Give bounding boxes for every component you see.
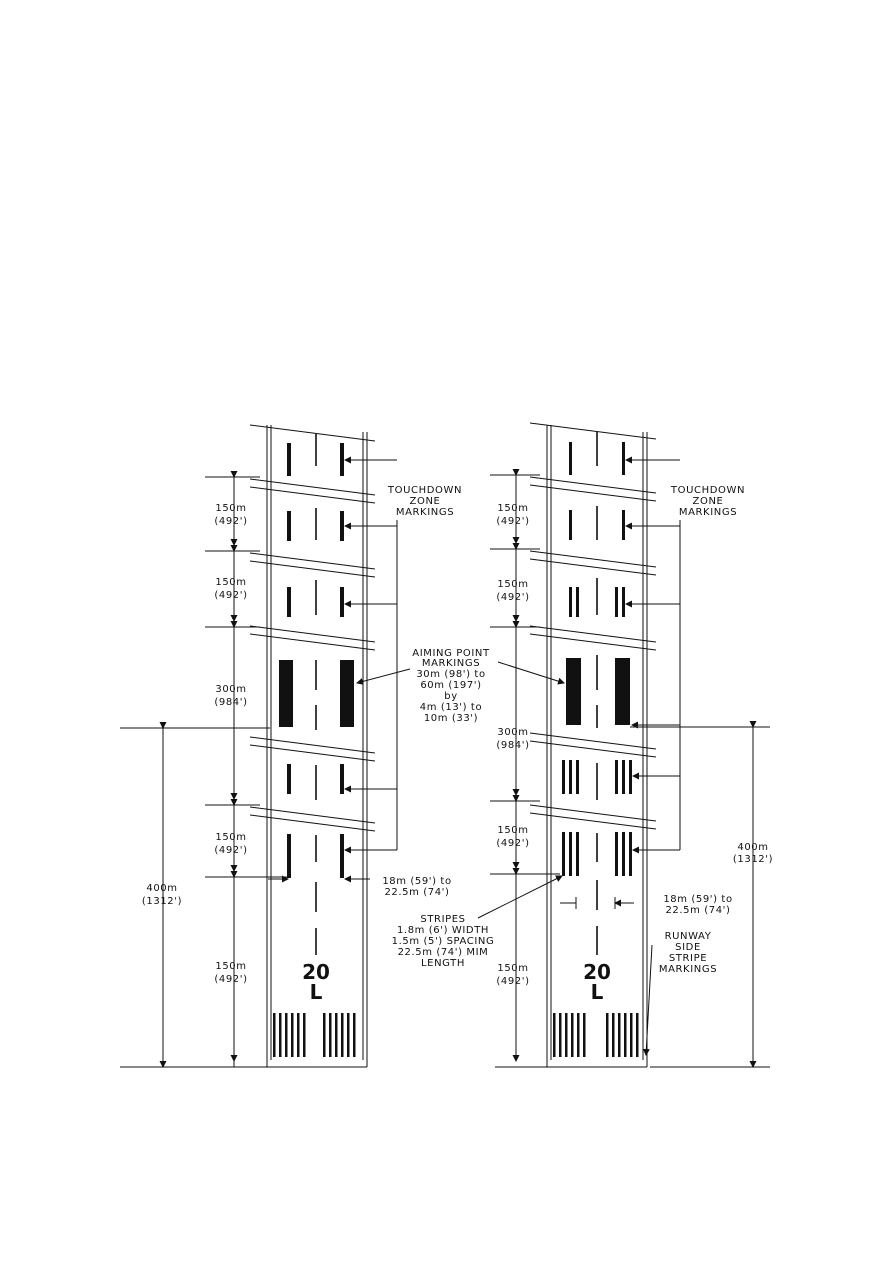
- svg-text:(492'): (492'): [214, 845, 247, 856]
- svg-text:150m: 150m: [215, 961, 246, 972]
- svg-text:1.5m (5') SPACING: 1.5m (5') SPACING: [392, 936, 495, 947]
- dimension-chain: [120, 471, 290, 1068]
- aiming-point-label: AIMING POINT MARKINGS 30m (98') to 60m (…: [412, 648, 490, 724]
- runway-letter: L: [310, 980, 323, 1004]
- touchdown-zone-label: TOUCHDOWN ZONE MARKINGS: [670, 485, 745, 518]
- svg-text:(1312'): (1312'): [142, 896, 182, 907]
- svg-text:(1312'): (1312'): [733, 854, 773, 865]
- svg-text:(492'): (492'): [214, 516, 247, 527]
- touchdown-bar: [287, 511, 291, 541]
- break-lines: [529, 422, 657, 830]
- runway-number: 20: [583, 960, 611, 984]
- touchdown-bar: [287, 764, 291, 794]
- svg-text:22.5m (74'): 22.5m (74'): [665, 905, 730, 916]
- svg-text:18m (59') to: 18m (59') to: [382, 876, 451, 887]
- svg-text:150m: 150m: [497, 825, 528, 836]
- aiming-point-marking: [340, 660, 354, 727]
- svg-text:150m: 150m: [215, 503, 246, 514]
- touchdown-bar: [287, 587, 291, 617]
- touchdown-bars-pair: [569, 587, 625, 617]
- svg-text:STRIPE: STRIPE: [669, 953, 707, 964]
- svg-text:(492'): (492'): [496, 592, 529, 603]
- dimension-labels: 150m (492') 150m (492') 300m (984') 150m…: [142, 503, 247, 985]
- svg-text:1.8m (6') WIDTH: 1.8m (6') WIDTH: [397, 925, 489, 936]
- dimension-chain: [490, 469, 770, 1068]
- width-label: 18m (59') to 22.5m (74'): [663, 894, 732, 916]
- svg-text:ZONE: ZONE: [410, 496, 441, 507]
- touchdown-bar: [340, 764, 344, 794]
- left-runway: 20 L 150m (492') 150m (492') 300m (984'): [120, 424, 563, 1068]
- svg-text:150m: 150m: [497, 579, 528, 590]
- callout-leaders: [268, 456, 411, 883]
- svg-text:(492'): (492'): [496, 838, 529, 849]
- touchdown-bar: [569, 510, 572, 540]
- svg-text:300m: 300m: [215, 684, 246, 695]
- svg-text:MARKINGS: MARKINGS: [679, 507, 737, 518]
- side-stripe-label: RUNWAY SIDE STRIPE MARKINGS: [659, 931, 717, 975]
- touchdown-bar: [622, 510, 625, 540]
- svg-text:400m: 400m: [146, 883, 177, 894]
- svg-text:(492'): (492'): [496, 516, 529, 527]
- svg-text:22.5m (74'): 22.5m (74'): [384, 887, 449, 898]
- svg-text:150m: 150m: [215, 577, 246, 588]
- svg-text:ZONE: ZONE: [693, 496, 724, 507]
- break-lines: [249, 424, 376, 832]
- svg-text:(984'): (984'): [496, 740, 529, 751]
- svg-text:MARKINGS: MARKINGS: [659, 964, 717, 975]
- svg-text:MARKINGS: MARKINGS: [396, 507, 454, 518]
- stripes-leader: [477, 875, 563, 919]
- svg-text:SIDE: SIDE: [675, 942, 701, 953]
- touchdown-bars-triple: [562, 760, 632, 794]
- threshold-bars: [273, 1013, 356, 1057]
- runway-letter: L: [591, 980, 604, 1004]
- svg-text:(492'): (492'): [496, 976, 529, 987]
- svg-text:10m (33'): 10m (33'): [424, 713, 478, 724]
- touchdown-bars-triple: [562, 832, 632, 876]
- width-label: 18m (59') to 22.5m (74'): [382, 876, 451, 898]
- right-runway: 20 L 150m (492') 150m (492') 300m (984'): [490, 422, 773, 1068]
- svg-text:(492'): (492'): [214, 590, 247, 601]
- aiming-point-marking: [615, 658, 630, 725]
- threshold-bars: [553, 1013, 639, 1057]
- svg-text:18m (59') to: 18m (59') to: [663, 894, 732, 905]
- touchdown-bar: [340, 511, 344, 541]
- svg-text:22.5m (74') MIM: 22.5m (74') MIM: [398, 947, 489, 958]
- stripes-label: STRIPES 1.8m (6') WIDTH 1.5m (5') SPACIN…: [392, 914, 495, 969]
- touchdown-bar: [569, 442, 572, 475]
- svg-text:TOUCHDOWN: TOUCHDOWN: [670, 485, 745, 496]
- svg-text:400m: 400m: [737, 842, 768, 853]
- svg-text:TOUCHDOWN: TOUCHDOWN: [387, 485, 462, 496]
- svg-text:LENGTH: LENGTH: [421, 958, 465, 969]
- svg-text:RUNWAY: RUNWAY: [665, 931, 712, 942]
- touchdown-bar: [340, 834, 344, 878]
- runway-number: 20: [302, 960, 330, 984]
- svg-text:30m (98') to: 30m (98') to: [416, 669, 485, 680]
- touchdown-bar: [340, 443, 344, 476]
- dimension-labels: 150m (492') 150m (492') 300m (984') 150m…: [496, 503, 773, 987]
- touchdown-zone-label: TOUCHDOWN ZONE MARKINGS: [387, 485, 462, 518]
- aiming-point-marking: [279, 660, 293, 727]
- callout-leaders: [497, 456, 681, 1056]
- svg-text:by: by: [444, 691, 457, 702]
- touchdown-bar: [622, 442, 625, 475]
- svg-text:150m: 150m: [497, 963, 528, 974]
- svg-text:AIMING POINT: AIMING POINT: [412, 648, 490, 659]
- touchdown-bar: [287, 443, 291, 476]
- touchdown-bar: [340, 587, 344, 617]
- aiming-point-marking: [566, 658, 581, 725]
- svg-text:MARKINGS: MARKINGS: [422, 658, 480, 669]
- svg-text:STRIPES: STRIPES: [420, 914, 465, 925]
- svg-text:(492'): (492'): [214, 974, 247, 985]
- svg-text:4m (13') to: 4m (13') to: [420, 702, 482, 713]
- svg-text:(984'): (984'): [214, 697, 247, 708]
- svg-text:60m (197'): 60m (197'): [420, 680, 481, 691]
- svg-text:300m: 300m: [497, 727, 528, 738]
- svg-text:150m: 150m: [497, 503, 528, 514]
- touchdown-bar: [287, 834, 291, 878]
- svg-text:150m: 150m: [215, 832, 246, 843]
